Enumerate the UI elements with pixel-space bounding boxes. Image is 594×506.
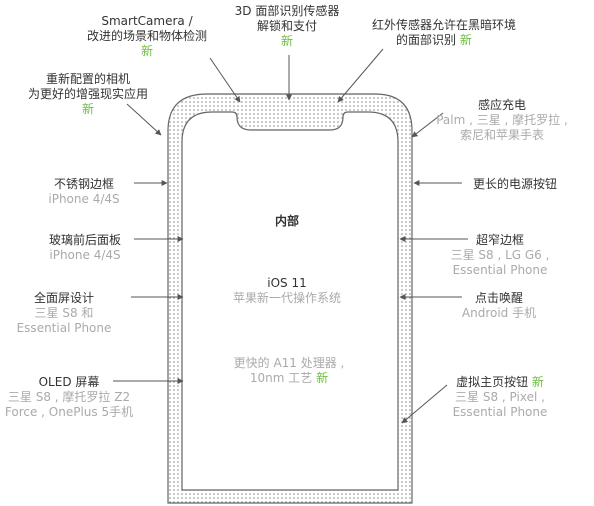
callout-glass-panel-title: 玻璃前后面板: [48, 233, 122, 247]
callout-face-sensor-line2: 解锁和支付: [256, 19, 318, 33]
callout-infrared: 红外传感器允许在黑暗环境 的面部识别 新: [372, 18, 516, 48]
callout-narrow-bezel-sub1: 三星 S8 , LG G6 ,: [450, 248, 550, 262]
callout-arrows: [113, 48, 468, 424]
callout-wireless-charging-sub2: 索尼和苹果手表: [459, 128, 544, 142]
callout-glass-panel: 玻璃前后面板 iPhone 4/4S: [49, 233, 121, 263]
callout-tap-wake: 点击唤醒 Android 手机: [462, 291, 536, 321]
callout-tap-wake-title: 点击唤醒: [474, 291, 523, 305]
new-tag: 新: [81, 102, 95, 116]
callout-home-button-sub1: 三星 S8 , Pixel ,: [455, 390, 545, 404]
callout-oled-title: OLED 屏幕: [38, 375, 100, 389]
callout-narrow-bezel-title: 超窄边框: [475, 233, 524, 247]
callout-steel-frame-sub: iPhone 4/4S: [48, 192, 120, 206]
callout-home-button-title-row: 虚拟主页按钮 新: [453, 375, 548, 390]
callout-steel-frame-title: 不锈钢边框: [53, 177, 114, 191]
center-processor-line2: 10nm 工艺: [249, 371, 313, 385]
center-os-title: iOS 11: [267, 276, 307, 290]
callout-glass-panel-sub: iPhone 4/4S: [49, 248, 121, 262]
callout-oled-sub1: 三星 S8 , 摩托罗拉 Z2: [7, 390, 131, 404]
callout-power-button-title: 更长的电源按钮: [472, 177, 558, 191]
center-processor-line1: 更快的 A11 处理器 ,: [233, 356, 345, 370]
center-heading: 内部: [275, 214, 299, 229]
callout-narrow-bezel-sub2: Essential Phone: [452, 263, 548, 277]
new-tag: 新: [140, 44, 154, 58]
callout-power-button: 更长的电源按钮: [473, 177, 557, 192]
arrow-home-button: [401, 384, 448, 424]
center-processor-line2-row: 10nm 工艺 新: [234, 371, 345, 386]
callout-home-button-title: 虚拟主页按钮: [456, 375, 529, 389]
new-tag: 新: [459, 33, 472, 47]
callout-fullscreen-title: 全面屏设计: [33, 291, 95, 305]
callout-wireless-charging-sub1: Palm , 三星 , 摩托罗拉 ,: [436, 113, 568, 127]
callout-home-button-sub2: Essential Phone: [452, 405, 548, 419]
center-os: iOS 11 苹果新一代操作系统: [233, 276, 341, 306]
new-tag: 新: [531, 375, 544, 389]
arrow-infrared: [337, 48, 384, 103]
center-processor: 更快的 A11 处理器 , 10nm 工艺 新: [234, 356, 345, 386]
new-tag: 新: [316, 371, 329, 385]
callout-infrared-line2-row: 的面部识别 新: [372, 33, 472, 47]
arrow-smartcamera: [209, 57, 241, 103]
callout-infrared-line1: 红外传感器允许在黑暗环境: [372, 18, 517, 32]
callout-oled: OLED 屏幕 三星 S8 , 摩托罗拉 Z2 Force , OnePlus …: [5, 375, 133, 420]
center-os-subtitle: 苹果新一代操作系统: [232, 291, 342, 305]
callout-narrow-bezel: 超窄边框 三星 S8 , LG G6 , Essential Phone: [451, 233, 550, 278]
callout-fullscreen-sub2: Essential Phone: [16, 321, 112, 335]
phone-frame: [167, 93, 413, 504]
callout-infrared-line2: 的面部识别: [396, 33, 457, 47]
callout-camera-line2: 为更好的增强现实应用: [27, 87, 149, 101]
callout-camera: 重新配置的相机 为更好的增强现实应用 新: [28, 72, 148, 117]
callout-fullscreen: 全面屏设计 三星 S8 和 Essential Phone: [17, 291, 112, 336]
callout-fullscreen-sub1: 三星 S8 和: [34, 306, 94, 320]
callout-tap-wake-sub: Android 手机: [461, 306, 537, 320]
arrow-camera: [126, 103, 162, 136]
callout-face-sensor-line1: 3D 面部识别传感器: [234, 4, 340, 18]
callout-steel-frame: 不锈钢边框 iPhone 4/4S: [48, 177, 119, 207]
callout-wireless-charging: 感应充电 Palm , 三星 , 摩托罗拉 , 索尼和苹果手表: [436, 98, 568, 143]
new-tag: 新: [280, 34, 294, 48]
callout-smartcamera-line2: 改进的场景和物体检测: [86, 29, 208, 43]
callout-oled-sub2: Force , OnePlus 5手机: [4, 405, 134, 419]
callout-camera-line1: 重新配置的相机: [45, 72, 131, 86]
arrow-wireless-charging: [411, 112, 444, 138]
callout-home-button: 虚拟主页按钮 新 三星 S8 , Pixel , Essential Phone: [453, 375, 548, 420]
center-heading-text: 内部: [274, 214, 300, 228]
callout-face-sensor: 3D 面部识别传感器 解锁和支付 新: [235, 4, 340, 49]
callout-smartcamera-line1: SmartCamera /: [101, 14, 193, 28]
callout-wireless-charging-title: 感应充电: [477, 98, 526, 112]
callout-smartcamera: SmartCamera / 改进的场景和物体检测 新: [87, 14, 207, 59]
